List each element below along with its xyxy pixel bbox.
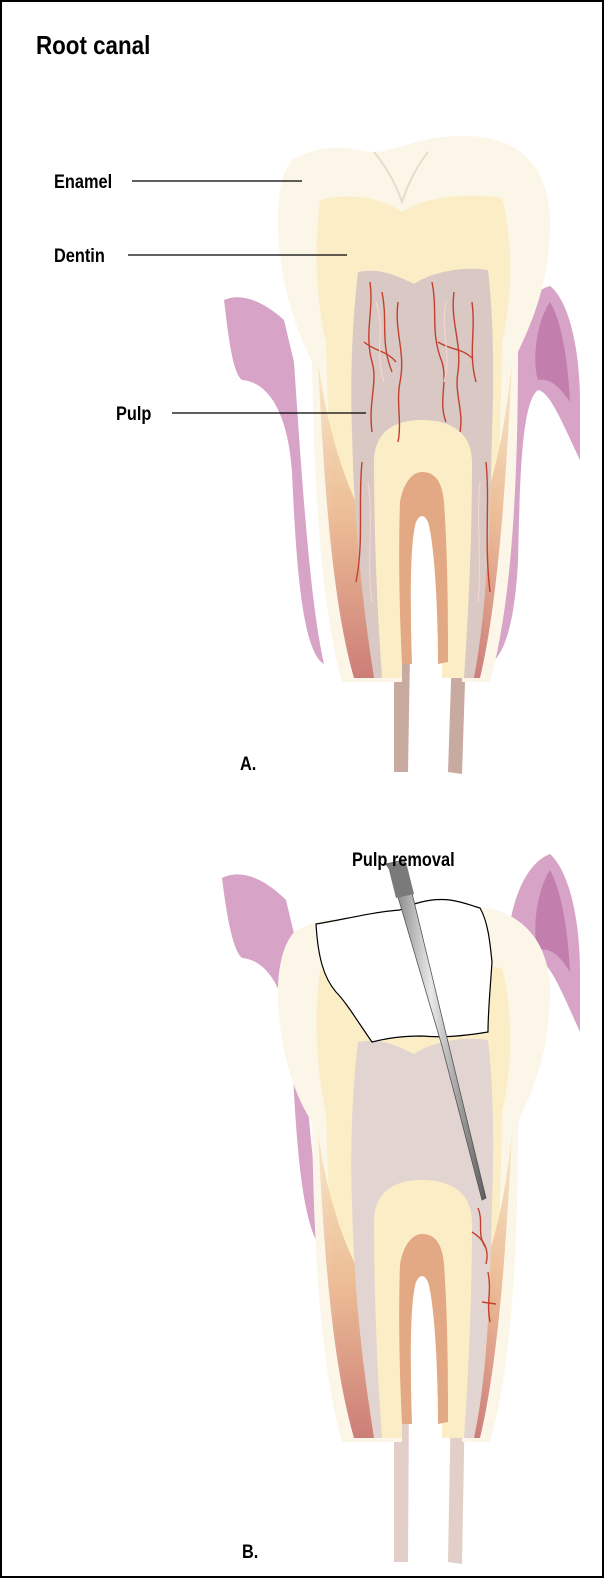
tooth-b <box>222 854 580 1564</box>
root-core-b <box>399 1234 448 1424</box>
root-core-a <box>399 472 448 664</box>
inner-dentin-a <box>374 420 472 678</box>
inner-dentin-b <box>374 1180 472 1438</box>
enamel-label: Enamel <box>54 172 112 194</box>
panel-a-label: A. <box>240 754 256 776</box>
page-title: Root canal <box>36 30 150 61</box>
pulp-label: Pulp <box>116 404 151 426</box>
panel-b-label: B. <box>242 1542 258 1564</box>
tooth-a <box>224 136 580 774</box>
dentin-label: Dentin <box>54 246 105 268</box>
pulp-removal-label: Pulp removal <box>352 850 455 872</box>
